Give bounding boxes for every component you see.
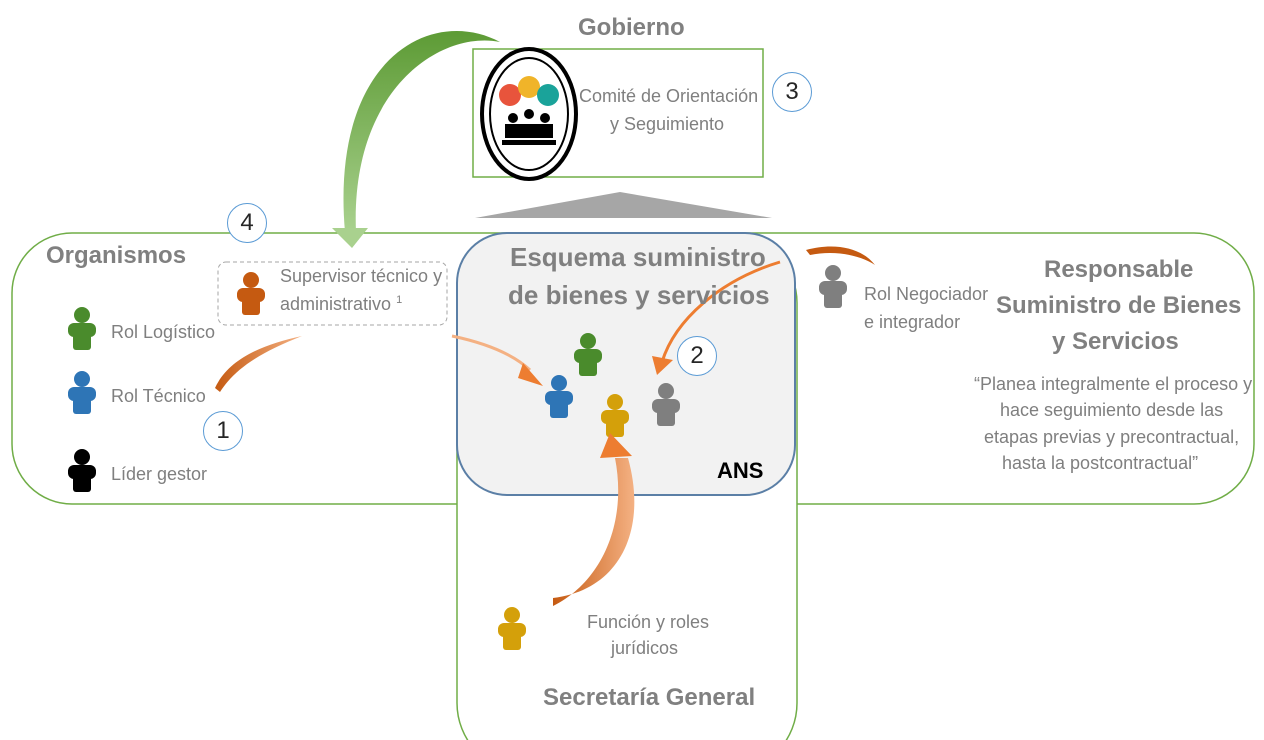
funcion-label-line2: jurídicos <box>611 638 679 658</box>
negociador-person-icon <box>819 265 847 308</box>
rol-logistico-person-icon <box>68 307 96 350</box>
responsable-quote-line2: hace seguimiento desde las <box>1000 400 1224 420</box>
responsable-quote-line1: “Planea integralmente el proceso y <box>974 374 1253 394</box>
supervisor-label-line2: administrativo 1 <box>280 294 403 314</box>
orange-arrowhead-gray <box>652 356 673 375</box>
supervisor-footnote: 1 <box>396 294 403 306</box>
funcion-label-line1: Función y roles <box>587 612 710 632</box>
governance-triangle <box>475 192 772 218</box>
ans-label: ANS <box>717 458 764 483</box>
green-curved-arrow <box>343 31 500 232</box>
negociador-label-line2: e integrador <box>864 312 961 332</box>
responsable-quote-line3: etapas previas y precontractual, <box>984 427 1240 447</box>
responsable-title-line2: Suministro de Bienes <box>996 292 1242 319</box>
esquema-title-line2: de bienes y servicios <box>508 280 770 310</box>
rol-tecnico-label: Rol Técnico <box>111 386 206 406</box>
committee-label-line2: y Seguimiento <box>610 114 725 134</box>
green-arrowhead <box>332 228 368 248</box>
secretaria-title: Secretaría General <box>543 684 756 711</box>
lider-gestor-person-icon <box>68 449 96 492</box>
negociador-label-line1: Rol Negociador <box>864 284 989 304</box>
esquema-title-line1: Esquema suministro <box>510 242 766 272</box>
gobierno-title: Gobierno <box>578 14 685 41</box>
marker-4: 4 <box>227 203 267 243</box>
responsable-title-line3: y Servicios <box>1052 328 1179 355</box>
committee-label-line1: Comité de Orientación <box>579 86 759 106</box>
orange-arrowhead-secretaria <box>600 433 632 458</box>
rol-logistico-label: Rol Logístico <box>111 322 216 342</box>
committee-icon <box>480 47 578 181</box>
responsable-quote-line4: hasta la postcontractual” <box>1002 453 1199 473</box>
rol-tecnico-person-icon <box>68 371 96 414</box>
supervisor-label-line1: Supervisor técnico y <box>280 266 443 286</box>
orange-arrow-negociador <box>806 246 875 265</box>
marker-2: 2 <box>677 336 717 376</box>
orange-arrowhead-center <box>518 363 543 386</box>
marker-1: 1 <box>203 411 243 451</box>
organismos-title: Organismos <box>46 242 187 269</box>
orange-arrow-to-gray <box>660 260 781 363</box>
supervisor-box <box>217 261 448 326</box>
marker-3: 3 <box>772 72 812 112</box>
responsable-title-line1: Responsable <box>1044 256 1194 283</box>
lider-gestor-label: Líder gestor <box>111 464 208 484</box>
orange-arrow-organismos <box>215 336 302 392</box>
orange-arrow-secretaria <box>553 458 635 606</box>
